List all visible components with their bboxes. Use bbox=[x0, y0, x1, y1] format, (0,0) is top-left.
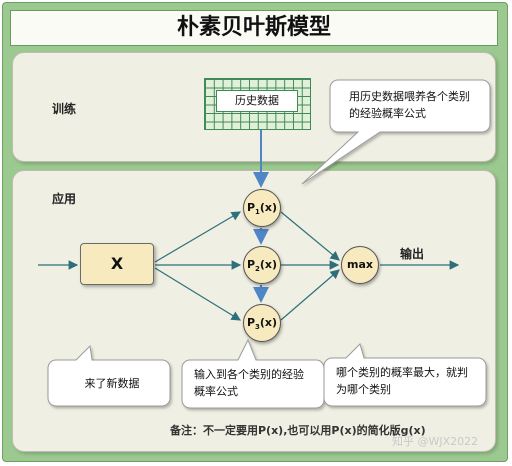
application-section-label: 应用 bbox=[52, 192, 77, 206]
watermark: 知乎 @WJX2022 bbox=[392, 435, 479, 448]
p3-node: P3(x) bbox=[243, 304, 281, 342]
callout-newdata-text: 来了新数据 bbox=[84, 377, 140, 390]
training-section-label: 训练 bbox=[52, 102, 77, 116]
p2-node: P2(x) bbox=[243, 246, 281, 284]
p1-node: P1(x) bbox=[243, 189, 281, 227]
callout-train-text: 用历史数据喂养各个类别的经验概率公式 bbox=[349, 90, 470, 120]
diagram-title: 朴素贝叶斯模型 bbox=[10, 10, 498, 46]
input-x-node: X bbox=[80, 243, 154, 285]
history-data-label: 历史数据 bbox=[216, 90, 298, 112]
callout-which-text: 哪个类别的概率最大，就判为哪个类别 bbox=[336, 366, 468, 396]
max-node: max bbox=[341, 246, 379, 284]
footnote: 备注：不一定要用P(x),也可以用P(x)的简化版g(x) bbox=[170, 424, 426, 437]
output-label: 输出 bbox=[400, 247, 425, 261]
callout-input-text: 输入到各个类别的经验概率公式 bbox=[194, 368, 304, 398]
